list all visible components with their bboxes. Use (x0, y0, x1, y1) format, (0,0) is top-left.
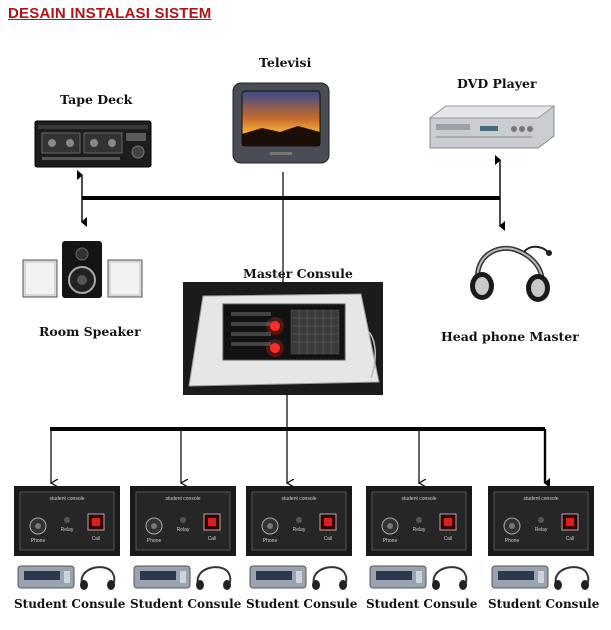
televisi-label: Televisi (259, 55, 312, 70)
panel-relay: Relay (177, 527, 190, 533)
tape-deck-icon (34, 120, 152, 168)
panel-call: Call (92, 536, 101, 542)
panel-brand: student console (281, 496, 316, 502)
panel-brand: student console (49, 496, 84, 502)
room-speaker-icon (22, 241, 143, 298)
dvd-player-icon (428, 105, 556, 149)
television-icon (232, 82, 330, 164)
student-consule-label: Student Consule (14, 597, 126, 611)
panel-phone: Phone (147, 538, 162, 544)
cassette-headset-icon (17, 565, 116, 590)
tape-deck-label: Tape Deck (60, 92, 133, 107)
dvd-player-label: DVD Player (457, 76, 537, 91)
panel-brand: student console (523, 496, 558, 502)
student-consule-label: Student Consule (246, 597, 358, 611)
master-consule-icon (183, 282, 383, 395)
headphone-master-label: Head phone Master (441, 329, 579, 344)
panel-phone: Phone (31, 538, 46, 544)
page-title: DESAIN INSTALASI SISTEM (8, 5, 212, 22)
panel-relay: Relay (61, 527, 74, 533)
cassette-headset-icon (491, 565, 590, 590)
cassette-headset-icon (369, 565, 468, 590)
panel-relay: Relay (413, 527, 426, 533)
panel-call: Call (208, 536, 217, 542)
student-consule-label: Student Consule (366, 597, 478, 611)
panel-phone: Phone (505, 538, 520, 544)
student-consule-label: Student Consule (488, 597, 600, 611)
panel-relay: Relay (535, 527, 548, 533)
panel-call: Call (566, 536, 575, 542)
panel-call: Call (324, 536, 333, 542)
cassette-headset-icon (249, 565, 348, 590)
student-consule-label: Student Consule (130, 597, 242, 611)
panel-call: Call (444, 536, 453, 542)
master-consule-label: Master Consule (243, 266, 353, 281)
panel-brand: student console (401, 496, 436, 502)
panel-brand: student console (165, 496, 200, 502)
panel-phone: Phone (383, 538, 398, 544)
cassette-headset-icon (133, 565, 232, 590)
room-speaker-label: Room Speaker (39, 324, 141, 339)
headphone-icon (470, 245, 552, 302)
panel-relay: Relay (293, 527, 306, 533)
panel-phone: Phone (263, 538, 278, 544)
